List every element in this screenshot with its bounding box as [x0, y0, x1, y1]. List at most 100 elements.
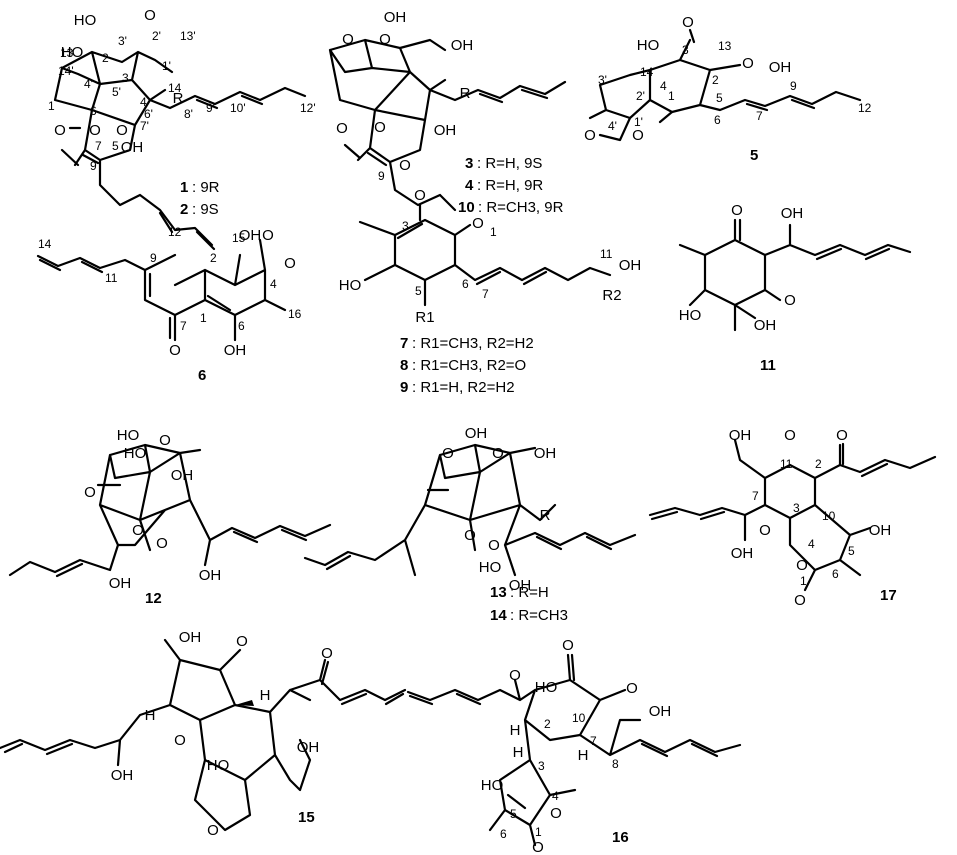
c1-num-8p: 8' — [184, 107, 193, 121]
c1-atom-5: O — [89, 122, 101, 139]
c5-num-1: 1 — [668, 89, 675, 103]
c17-atom-7: OH — [731, 545, 754, 562]
c1-num-5: 5 — [112, 139, 119, 153]
c5-num-2: 2 — [712, 73, 719, 87]
c11-atom-3: HO — [679, 307, 702, 324]
c13-atom-4: OH — [534, 445, 557, 462]
c5-num-4p: 4' — [608, 119, 617, 133]
structure-compound-6: OH O O O OH 15 14 4 9 2 11 7 1 6 16 6 — [36, 227, 302, 384]
c16-num-1: 1 — [535, 825, 542, 839]
c13-atom-7: O — [488, 537, 500, 554]
c6-num-15: 15 — [232, 231, 246, 245]
c1-num-5p: 5' — [112, 85, 121, 99]
c1-atom-6: O — [116, 122, 128, 139]
c3-atom-8: OH — [434, 122, 457, 139]
c1-num-4: 4 — [140, 95, 147, 109]
c7-caption-8: : R1=CH3, R2=O — [412, 357, 526, 374]
c3-atom-1: OH — [384, 9, 407, 26]
c15-atom-3: O — [174, 732, 186, 749]
c1-num-12: 12 — [168, 225, 182, 239]
c7-atom-1: O — [414, 187, 426, 204]
structure-compound-15: OH O O H H O OH HO OH O 15 — [0, 629, 407, 839]
c12-atom-4: OH — [171, 467, 194, 484]
c5-num-12: 12 — [858, 101, 872, 115]
c12-atom-5: O — [84, 484, 96, 501]
c16-num-2: 2 — [544, 717, 551, 731]
c7-label-8: 8 — [400, 357, 408, 374]
c1-atom-7: OH — [121, 139, 144, 156]
c5-num-3: 3 — [682, 43, 689, 57]
c13-atom-6: O — [464, 527, 476, 544]
c13-label-13: 13 — [490, 584, 507, 601]
c3-atom-4: OH — [451, 37, 474, 54]
c7-num-1: 1 — [490, 225, 497, 239]
c16-num-8: 8 — [612, 757, 619, 771]
c15-atom-1: OH — [179, 629, 202, 646]
c17-label-17: 17 — [880, 587, 897, 604]
c6-atom-5: OH — [224, 342, 247, 359]
c5-num-2p: 2' — [636, 89, 645, 103]
c6-num-14: 14 — [38, 237, 52, 251]
c7-label-7: 7 — [400, 335, 408, 352]
c6-num-7: 7 — [180, 319, 187, 333]
c1-num-3: 3 — [122, 71, 129, 85]
c7-caption-9: : R1=H, R2=H2 — [412, 379, 515, 396]
c5-num-3p: 3' — [598, 73, 607, 87]
c7-atom-6: R2 — [602, 287, 621, 304]
c13-atom-9: HO — [479, 559, 502, 576]
c17-num-7: 7 — [752, 489, 759, 503]
c5-atom-6: O — [632, 127, 644, 144]
c16-atom-7: H — [513, 744, 524, 761]
structure-compound-13-14: OH O O OH R O O OH HO 13 : R=H 14 : R=CH… — [303, 425, 637, 624]
c16-num-5: 5 — [510, 807, 517, 821]
c7-num-5: 5 — [415, 284, 422, 298]
c17-atom-3: O — [836, 427, 848, 444]
structure-compound-17: OH O O OH O O OH O 11 2 7 3 10 4 5 6 1 1… — [648, 427, 937, 609]
c17-atom-1: OH — [729, 427, 752, 444]
c12-atom-7: O — [156, 535, 168, 552]
c1-caption-2: : 9S — [192, 201, 219, 218]
c3-num-9: 9 — [378, 169, 385, 183]
c7-caption-7: : R1=CH3, R2=H2 — [412, 335, 534, 352]
c1-num-13p: 13' — [180, 29, 196, 43]
c13-atom-5: R — [540, 507, 551, 524]
c15-atom-5: H — [260, 687, 271, 704]
c1-atom-8: R — [173, 90, 184, 107]
c15-atom-10: O — [207, 822, 219, 839]
c16-atom-4: O — [626, 680, 638, 697]
c13-label-14: 14 — [490, 607, 507, 624]
c1-atom-4: O — [54, 122, 66, 139]
c6-label-6: 6 — [198, 367, 206, 384]
c12-atom-6: O — [132, 522, 144, 539]
c5-atom-4: OH — [769, 59, 792, 76]
c16-atom-10: O — [550, 805, 562, 822]
c1-label-1: 1 — [180, 179, 188, 196]
structure-compound-12: HO HO O OH O O O OH OH 12 — [8, 427, 332, 607]
c17-atom-5: O — [759, 522, 771, 539]
c1-num-10p: 10' — [230, 101, 246, 115]
c6-num-11: 11 — [105, 271, 118, 285]
structure-compound-11: O OH HO O OH 11 — [679, 202, 912, 374]
c3-atom-3: O — [379, 31, 391, 48]
c15-atom-6: O — [321, 645, 333, 662]
c3-caption-4: : R=H, 9R — [477, 177, 543, 194]
c5-num-1p: 1' — [634, 115, 643, 129]
c1-num-13: 13 — [60, 46, 74, 60]
c15-atom-7: OH — [297, 739, 320, 756]
c7-num-7: 7 — [482, 287, 489, 301]
c16-num-4: 4 — [552, 789, 559, 803]
c1-num-14: 14 — [168, 81, 182, 95]
c7-num-6: 6 — [462, 277, 469, 291]
c1-atom-2: O — [144, 7, 156, 24]
c13-atom-3: O — [492, 445, 504, 462]
structure-compound-3-4-10: OH O O OH R O O OH O 9 3 : R=H, 9S 4 : R… — [328, 9, 567, 216]
c3-label-4: 4 — [465, 177, 474, 194]
c5-num-14: 14 — [640, 65, 654, 79]
c5-num-9: 9 — [790, 79, 797, 93]
c13-atom-1: OH — [465, 425, 488, 442]
c1-caption-1: : 9R — [192, 179, 220, 196]
c1-num-9: 9 — [90, 159, 97, 173]
c1-label-2: 2 — [180, 201, 188, 218]
c17-num-11: 11 — [780, 457, 793, 471]
c6-atom-3: O — [284, 255, 296, 272]
